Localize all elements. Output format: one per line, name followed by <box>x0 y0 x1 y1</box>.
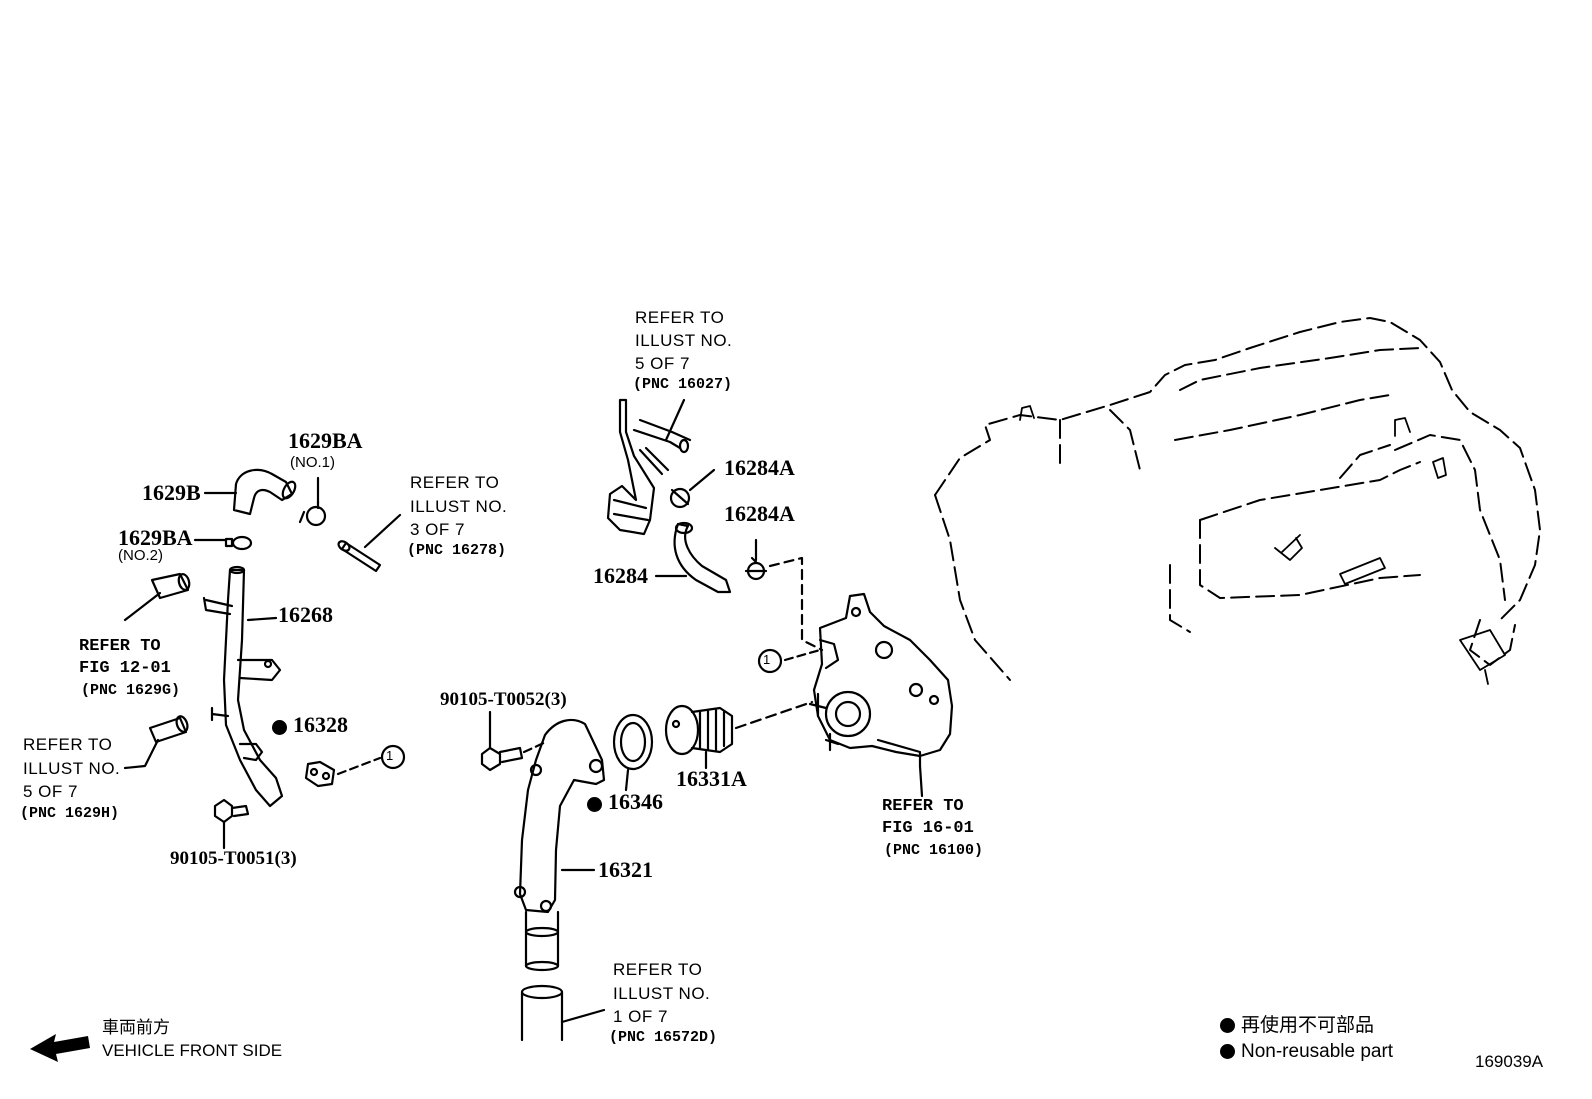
front-arrow-icon <box>30 1034 90 1062</box>
engine-block-outline <box>934 317 1541 681</box>
pipe-16278-drawing <box>337 540 382 573</box>
callout-number-right: 1 <box>763 652 771 667</box>
ref-illust5a-line3: 5 OF 7 <box>23 782 78 801</box>
non-reusable-dot-icon <box>587 797 602 813</box>
ref-illust3-pnc[interactable]: (PNC 16278) <box>407 542 507 559</box>
callout-circle-left <box>380 744 406 770</box>
ref-illust5a-line2: ILLUST NO. <box>23 759 121 778</box>
clamp-1629ba-no2-drawing <box>224 535 253 551</box>
hose-1629g-drawing <box>150 572 191 600</box>
part-label-16346: 16346 <box>608 789 663 814</box>
pipe-16268-drawing <box>202 565 284 808</box>
legend-en: Non-reusable part <box>1220 1042 1393 1061</box>
ref-illust5b-pnc[interactable]: (PNC 16027) <box>633 376 733 393</box>
ref-fig1201-line1: REFER TO <box>79 637 161 656</box>
illustration-id: 169039A <box>1475 1052 1544 1071</box>
ref-fig1201-line2: FIG 12-01 <box>79 659 171 678</box>
hose-1629h-drawing <box>148 715 189 744</box>
bypass-pipe-16027-drawing <box>606 398 692 536</box>
clamp-1629ba-no1-drawing <box>298 500 327 527</box>
ref-illust5b-line1: REFER TO <box>635 308 725 327</box>
ref-illust3-line1: REFER TO <box>410 473 500 492</box>
thermostat-16331a-drawing <box>664 704 734 756</box>
ref-illust1-pnc[interactable]: (PNC 16572D) <box>609 1029 718 1046</box>
gasket-16346-drawing <box>612 713 654 771</box>
part-label-1629ba-no2[interactable]: 1629BA <box>118 525 193 550</box>
ref-illust3-line3: 3 OF 7 <box>410 520 465 539</box>
legend-dot-icon <box>1220 1044 1235 1060</box>
ref-illust1-line2: ILLUST NO. <box>613 984 711 1003</box>
callout-number-left: 1 <box>386 748 394 763</box>
ref-fig1201-pnc[interactable]: (PNC 1629G) <box>81 682 181 699</box>
clamp-16284a-bot-drawing <box>744 556 768 581</box>
part-label-16328: 16328 <box>293 712 348 737</box>
pipe-16572d-drawing <box>520 984 564 1042</box>
ref-illust1-line3: 1 OF 7 <box>613 1007 668 1026</box>
front-marker-en: VEHICLE FRONT SIDE <box>102 1041 283 1060</box>
part-label-90105-t0051[interactable]: 90105-T0051(3) <box>170 848 297 869</box>
front-marker-jp: 車両前方 <box>102 1018 170 1037</box>
clamp-16284a-top-drawing <box>669 487 691 509</box>
bolt-90105-t0051-drawing <box>213 798 250 824</box>
callout-circle-right <box>757 648 783 674</box>
hose-1629b-drawing <box>232 468 297 516</box>
part-label-16331a[interactable]: 16331A <box>676 766 747 791</box>
non-reusable-dot-icon <box>272 720 287 736</box>
part-qualifier-no1: (NO.1) <box>290 454 335 471</box>
ref-fig1601-pnc[interactable]: (PNC 16100) <box>884 842 984 859</box>
legend-jp: 再使用不可部品 <box>1220 1016 1374 1035</box>
water-outlet-16321-drawing <box>513 718 606 972</box>
water-pump-drawing <box>808 592 954 768</box>
ref-fig1601-line2: FIG 16-01 <box>882 819 974 838</box>
ref-fig1601-line1: REFER TO <box>882 797 964 816</box>
ref-illust5a-line1: REFER TO <box>23 735 113 754</box>
ref-illust5a-pnc[interactable]: (PNC 1629H) <box>20 805 120 822</box>
part-label-90105-t0052[interactable]: 90105-T0052(3) <box>440 689 567 710</box>
gasket-16328-drawing <box>304 760 336 788</box>
bolt-90105-t0052-drawing <box>480 746 524 772</box>
ref-illust5b-line3: 5 OF 7 <box>635 354 690 373</box>
hose-16284-drawing <box>673 521 732 594</box>
part-label-16346-wrap[interactable]: 16346 <box>587 791 663 813</box>
part-label-16284a-top[interactable]: 16284A <box>724 455 795 480</box>
part-label-16284[interactable]: 16284 <box>593 563 648 588</box>
part-label-16268[interactable]: 16268 <box>278 602 333 627</box>
part-label-1629ba-no1[interactable]: 1629BA <box>288 428 363 453</box>
ref-illust5b-line2: ILLUST NO. <box>635 331 733 350</box>
part-label-16284a-bot[interactable]: 16284A <box>724 501 795 526</box>
legend-dot-icon <box>1220 1018 1235 1034</box>
part-qualifier-no2: (NO.2) <box>118 547 163 564</box>
legend-jp-text: 再使用不可部品 <box>1241 1015 1375 1036</box>
engine-details <box>1019 405 1506 685</box>
part-label-16328-wrap[interactable]: 16328 <box>272 714 348 736</box>
ref-illust1-line1: REFER TO <box>613 960 703 979</box>
part-label-1629b[interactable]: 1629B <box>142 480 201 505</box>
ref-illust3-line2: ILLUST NO. <box>410 497 508 516</box>
part-label-16321[interactable]: 16321 <box>598 857 653 882</box>
legend-en-text: Non-reusable part <box>1241 1041 1394 1062</box>
